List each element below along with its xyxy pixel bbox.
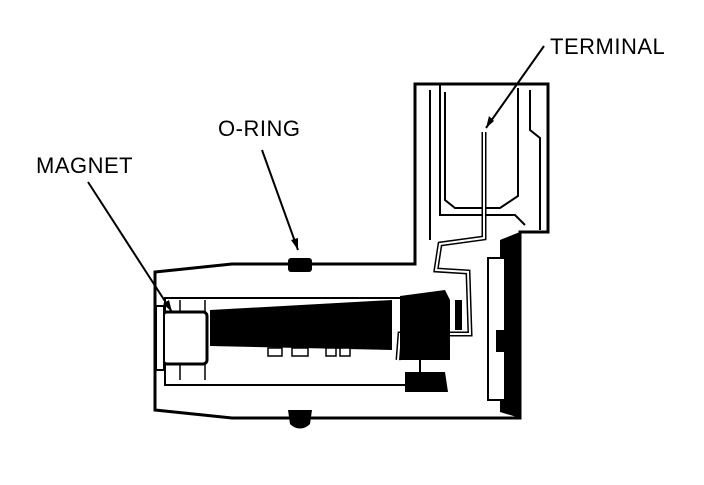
connector-inner-wall (429, 84, 526, 240)
o-ring-top (288, 258, 312, 272)
magnet-leader (87, 181, 173, 313)
bobbin-end (400, 290, 450, 360)
magnet-label: MAGNET (36, 153, 134, 178)
coil-winding (210, 300, 392, 350)
magnet-block (161, 310, 209, 366)
o-ring-label: O-RING (218, 116, 301, 141)
terminal-label: TERMINAL (550, 34, 666, 59)
terminal-leader (485, 45, 545, 129)
o-ring-bottom (288, 410, 312, 429)
connector-cavity (444, 88, 519, 209)
o-ring-leader (261, 149, 299, 251)
